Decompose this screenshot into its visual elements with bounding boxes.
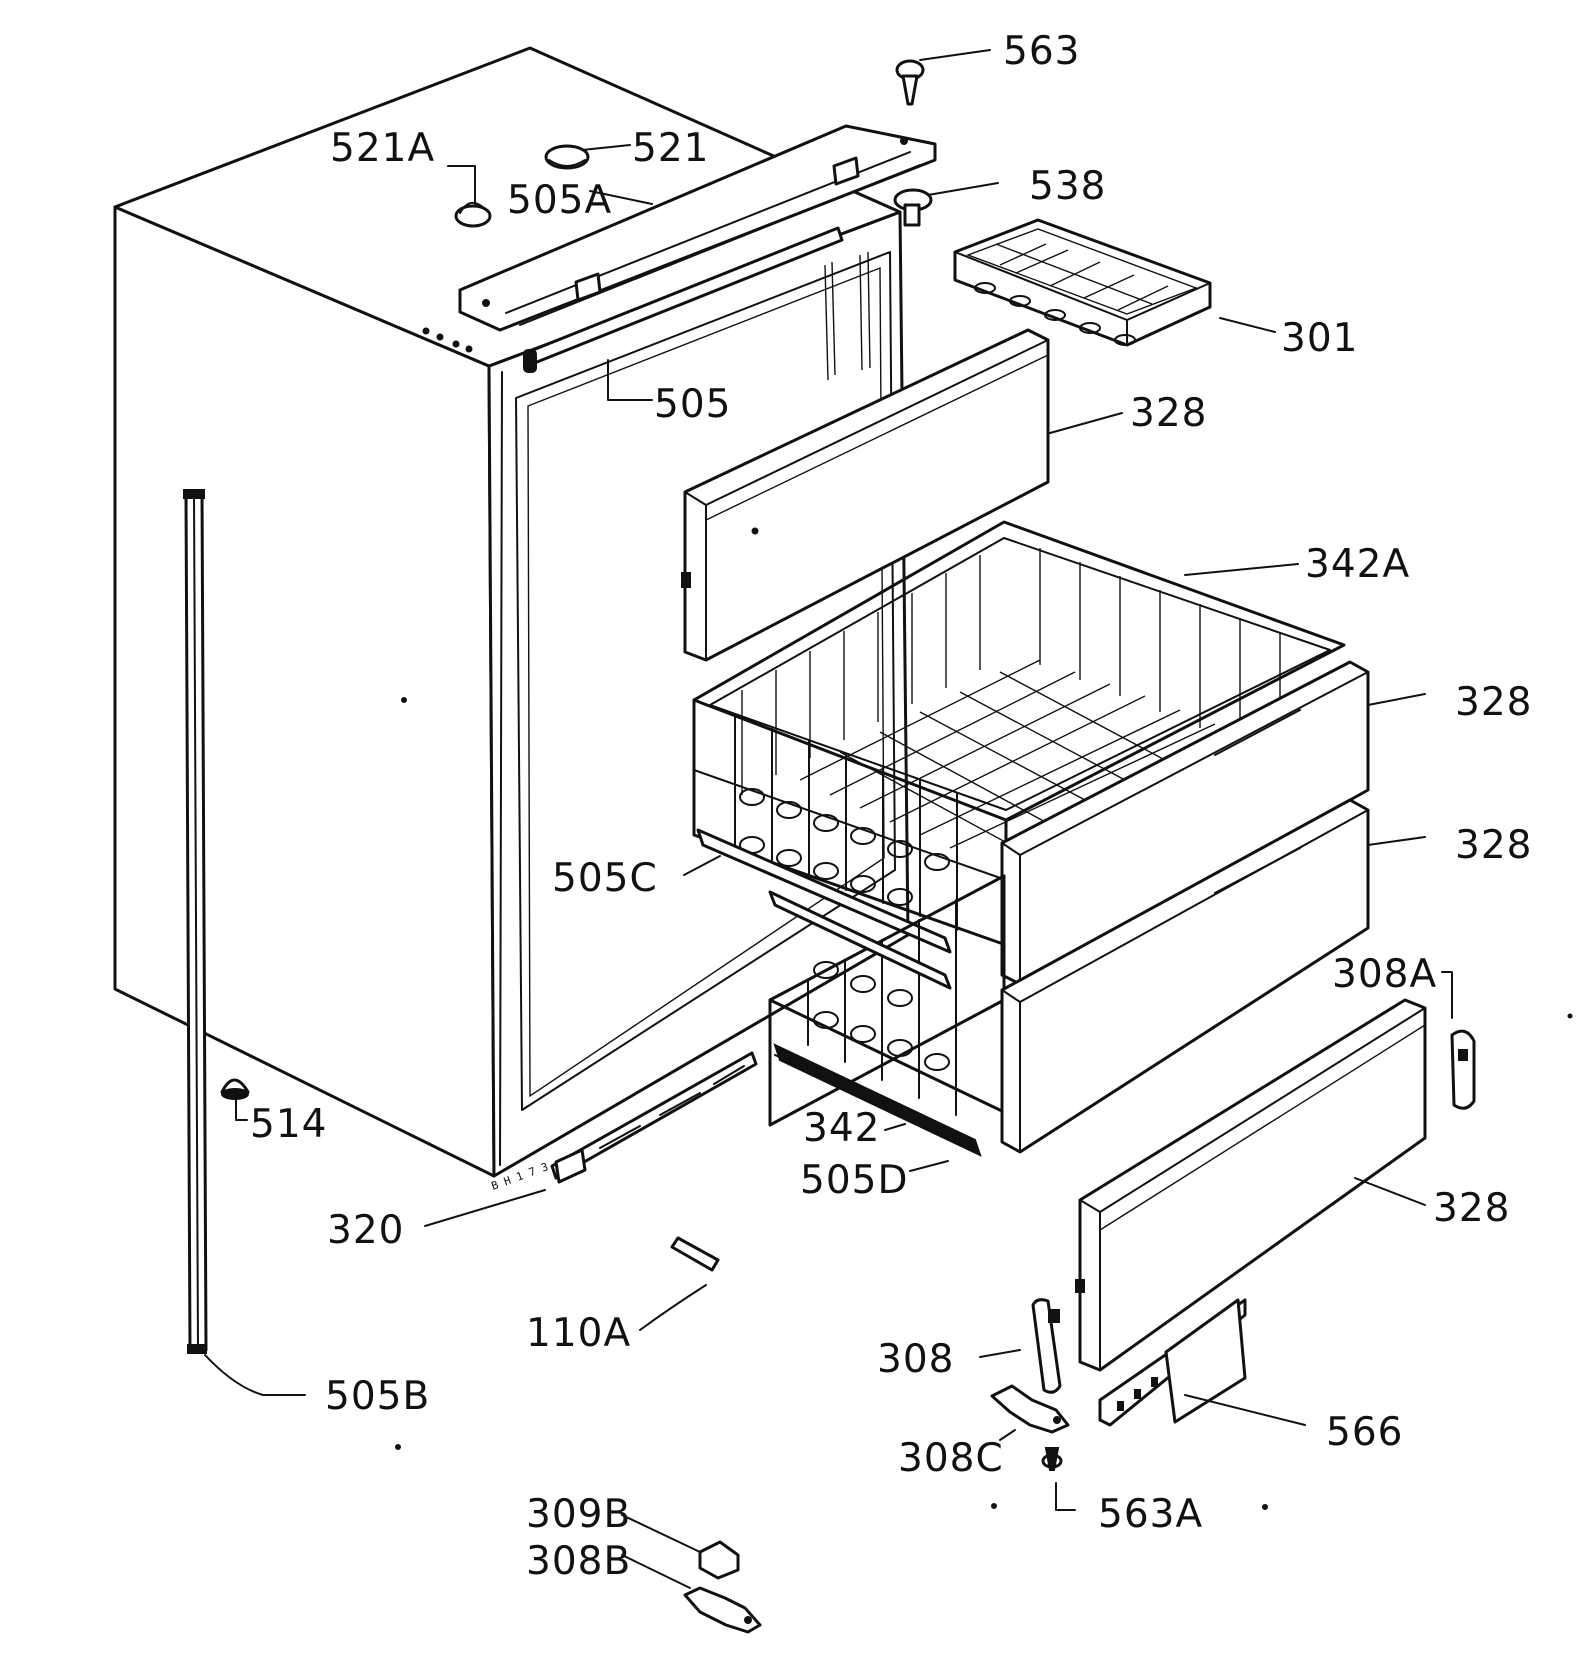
- cabinet-body: B H 1 7 3: [113, 46, 910, 1193]
- label-110A: 110A: [526, 1311, 631, 1356]
- label-514: 514: [250, 1102, 327, 1147]
- foot-514: [220, 1078, 250, 1100]
- front-panel-328-a: [681, 328, 1050, 662]
- pin-110A: [670, 1236, 720, 1272]
- catch-538: [893, 188, 933, 227]
- label-308C: 308C: [898, 1436, 1004, 1481]
- label-309B: 309B: [526, 1492, 631, 1537]
- label-308A: 308A: [1332, 952, 1437, 997]
- seal-505: [523, 226, 844, 373]
- label-308B: 308B: [526, 1539, 631, 1584]
- seal-505B: [183, 489, 208, 1354]
- top-hinge-plate-505A: [458, 124, 937, 332]
- label-342A: 342A: [1305, 542, 1410, 587]
- door-panel-328-d: [1075, 998, 1427, 1372]
- label-566: 566: [1326, 1410, 1403, 1455]
- label-538: 538: [1029, 164, 1106, 209]
- leader-lines: [204, 49, 1453, 1589]
- label-308: 308: [877, 1337, 954, 1382]
- label-328-d: 328: [1433, 1186, 1510, 1231]
- label-505D: 505D: [800, 1158, 908, 1203]
- part-labels: 563 521A 521 538 505A 301 505 328 342A 3…: [250, 29, 1532, 1584]
- hinge-bracket-308C: [990, 1384, 1070, 1434]
- label-521: 521: [632, 126, 709, 171]
- label-505A: 505A: [507, 178, 612, 223]
- hinge-bracket-308A: [1450, 1029, 1476, 1110]
- label-328-b: 328: [1455, 680, 1532, 725]
- cap-309B: [698, 1540, 740, 1580]
- label-328-a: 328: [1130, 391, 1207, 436]
- plug-521A: [454, 202, 492, 228]
- seal-505D: [773, 1043, 982, 1157]
- label-563: 563: [1003, 29, 1080, 74]
- handle-566: [1098, 1298, 1247, 1427]
- front-panel-328-b: [1000, 660, 1370, 986]
- hinge-strip-320: [550, 1051, 758, 1184]
- label-563A: 563A: [1098, 1492, 1203, 1537]
- label-320: 320: [327, 1208, 404, 1253]
- basket-342A: [692, 520, 1346, 947]
- label-505: 505: [654, 382, 731, 427]
- ice-tray-301: [953, 218, 1212, 347]
- screw-563: [895, 59, 925, 106]
- hinge-308: [1031, 1298, 1062, 1394]
- front-panel-328-c: [1000, 798, 1370, 1154]
- hinge-bracket-308B: [683, 1586, 762, 1634]
- label-301: 301: [1281, 316, 1358, 361]
- label-328-c: 328: [1455, 823, 1532, 868]
- knob-521: [544, 144, 590, 170]
- screw-563A: [1041, 1447, 1063, 1471]
- seal-505C: [696, 828, 952, 954]
- label-505C: 505C: [552, 856, 658, 901]
- label-521A: 521A: [330, 126, 435, 171]
- label-505B: 505B: [325, 1374, 430, 1419]
- label-342: 342: [803, 1106, 880, 1151]
